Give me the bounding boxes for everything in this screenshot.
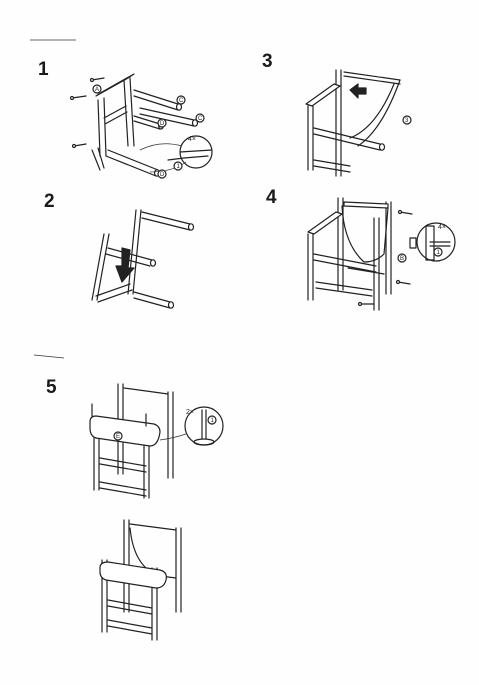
scan-mark: [33, 354, 65, 359]
slide-arrow-icon: [349, 83, 367, 99]
step-number-1: 1: [38, 59, 49, 80]
leg: [97, 99, 101, 157]
label-3: 3: [405, 118, 409, 124]
quantity-step-1: 4×: [188, 136, 196, 143]
label-1: 1: [177, 164, 181, 170]
label-b: B: [400, 256, 404, 262]
step-5-illustration: [89, 383, 224, 499]
step-1-illustration: [69, 73, 213, 179]
label-d: D: [160, 121, 165, 127]
label-c: C: [179, 98, 184, 104]
step-2-illustration: [91, 209, 195, 309]
label-a: A: [95, 87, 99, 93]
step-3-illustration: [305, 69, 412, 177]
rotate-arrow-icon: [115, 247, 135, 283]
top-rail: [95, 73, 135, 97]
tray: [99, 561, 167, 589]
finished-chair-illustration: [99, 519, 182, 641]
label-e: E: [116, 434, 120, 440]
label-1: 1: [211, 418, 215, 424]
step-4-illustration: [307, 197, 456, 311]
step-number-4: 4: [266, 187, 277, 208]
step-number-3: 3: [262, 51, 273, 72]
quantity-step-5: 2×: [186, 409, 194, 416]
label-1: 1: [437, 250, 441, 256]
quantity-step-4: 4×: [438, 224, 446, 231]
armrest: [305, 83, 341, 107]
label-d: D: [160, 172, 165, 178]
step-number-2: 2: [44, 191, 55, 212]
tray: [89, 415, 161, 447]
label-c: C: [198, 116, 203, 122]
step-number-5: 5: [46, 377, 57, 398]
